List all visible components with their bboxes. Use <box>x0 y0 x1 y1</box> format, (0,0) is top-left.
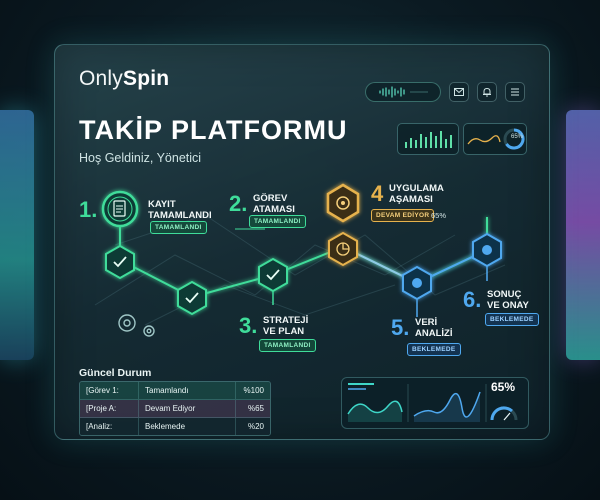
step-2-label-line1: GÖREV <box>253 193 288 204</box>
step-3-label-line2: VE PLAN <box>263 326 305 337</box>
right-decor-panel <box>566 110 600 360</box>
brand-logo: OnlySpin <box>79 67 169 91</box>
step-5-label-line1: VERİ <box>415 317 438 328</box>
step-1-label-line1: KAYIT <box>148 199 176 210</box>
step-5-status-badge: BEKLEMEDE <box>407 343 461 356</box>
table-row[interactable]: [Analiz: Beklemede %20 <box>80 418 270 435</box>
step-3-label-line1: STRATEJİ <box>263 315 309 326</box>
audio-wave-icon[interactable] <box>365 82 441 102</box>
step-4-label-line2: AŞAMASI <box>389 194 433 205</box>
process-flow <box>94 183 506 337</box>
step-6-node <box>472 232 502 268</box>
page-title: TAKİP PLATFORMU <box>79 115 348 145</box>
step-1-number: 1. <box>79 197 98 222</box>
mini-trend-card <box>463 123 527 155</box>
step-4-gear-node <box>326 183 360 223</box>
row-name: [Proje A: <box>86 404 117 413</box>
check-node-b <box>177 280 207 316</box>
row-value: %100 <box>235 382 270 399</box>
step-5-number: 5. <box>391 315 410 340</box>
step-4-label-line1: UYGULAMA <box>389 183 444 194</box>
table-row[interactable]: [Görev 1: Tamamlandı %100 <box>80 382 270 400</box>
step-6-label-line2: VE ONAY <box>487 300 529 311</box>
step-3-number: 3. <box>239 313 258 338</box>
row-name: [Analiz: <box>86 422 113 431</box>
menu-icon[interactable] <box>505 82 525 102</box>
bell-icon[interactable] <box>477 82 497 102</box>
status-table: [Görev 1: Tamamlandı %100 [Proje A: Deva… <box>79 381 271 436</box>
step-5-label-line2: ANALİZİ <box>415 328 453 339</box>
row-value: %65 <box>235 400 270 417</box>
step-5-node <box>402 265 432 301</box>
top-toolbar <box>365 82 525 102</box>
step-4-chart-node <box>328 231 358 267</box>
step-1-label-line2: TAMAMLANDI <box>148 210 212 221</box>
row-value: %20 <box>235 418 270 435</box>
row-state: Tamamlandı <box>138 382 235 399</box>
step-6-number: 6. <box>463 287 482 312</box>
step-2-status-badge: TAMAMLANDI <box>249 215 306 228</box>
row-name: [Görev 1: <box>86 386 119 395</box>
brand-name-a: Only <box>79 67 123 90</box>
mini-bar-chart <box>397 123 459 155</box>
step-3-status-badge: TAMAMLANDI <box>259 339 316 352</box>
step-2-label-line2: ATAMASI <box>253 204 295 215</box>
dashboard-panel: OnlySpin TAKİP PLATFORMU Hoş Ge <box>54 44 550 440</box>
step-1-status-badge: TAMAMLANDI <box>150 221 207 234</box>
table-row[interactable]: [Proje A: Devam Ediyor %65 <box>80 400 270 418</box>
left-decor-panel <box>0 110 34 360</box>
summary-charts-card <box>341 377 529 429</box>
brand-name-b: Spin <box>122 67 170 90</box>
check-node-c <box>258 257 288 293</box>
summary-percentage: 65% <box>491 380 516 394</box>
row-state: Beklemede <box>138 418 235 435</box>
check-node-a <box>105 244 135 280</box>
step-2-number: 2. <box>229 191 248 216</box>
gear-icon <box>118 314 155 337</box>
step-4-status-badge: DEVAM EDİYOR <box>371 209 435 222</box>
step-6-status-badge: BEKLEMEDE <box>485 313 539 326</box>
step-4-number: 4 <box>371 181 384 206</box>
status-section-title: Güncel Durum <box>79 367 152 379</box>
step-4-progress: 65% <box>431 211 447 220</box>
step-6-label-line1: SONUÇ <box>487 289 522 300</box>
step-1-node <box>101 190 139 228</box>
row-state: Devam Ediyor <box>138 400 235 417</box>
welcome-subtitle: Hoş Geldiniz, Yönetici <box>79 151 202 165</box>
mail-icon[interactable] <box>449 82 469 102</box>
gauge-value: 65% <box>510 134 523 140</box>
